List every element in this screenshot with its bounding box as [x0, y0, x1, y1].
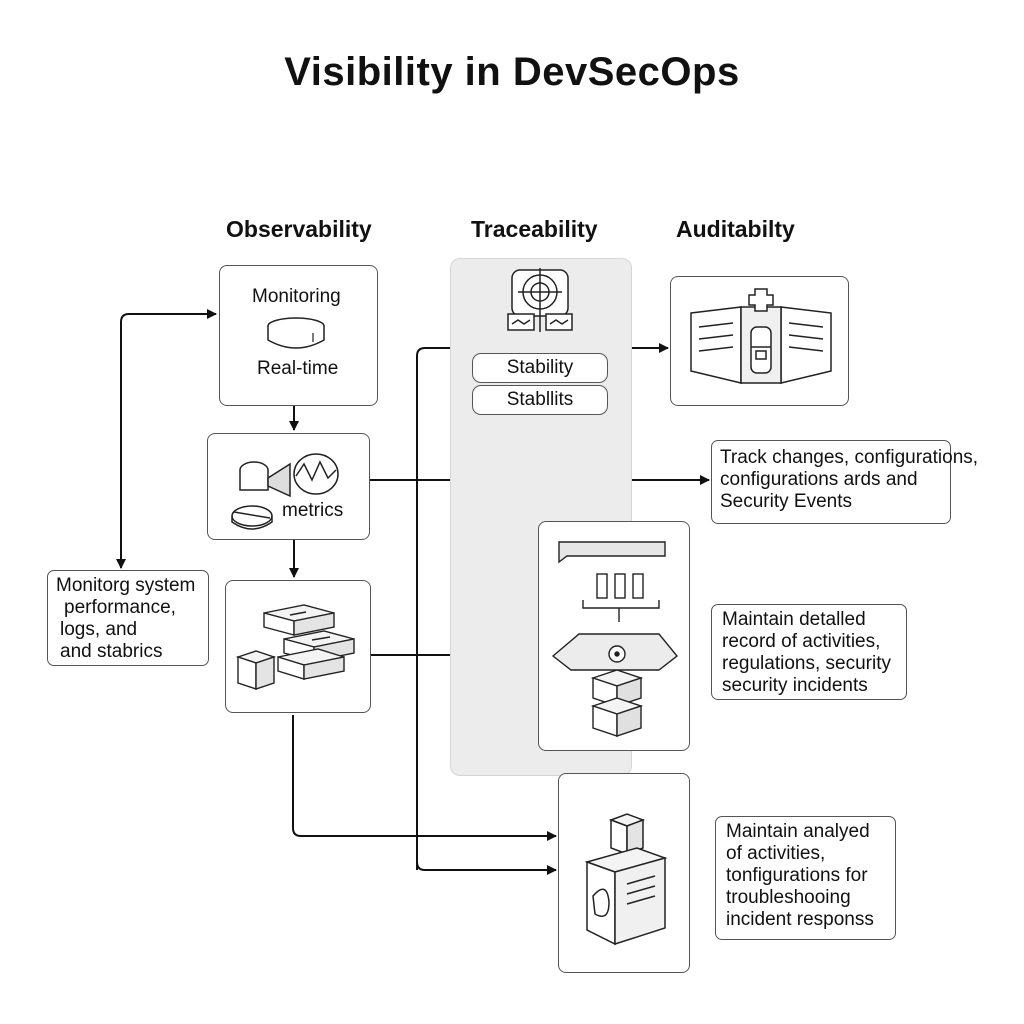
column-heading-observability: Observability — [226, 216, 372, 242]
arrow-trace-to-server — [416, 343, 669, 870]
note-track-changes: Track changes, configurations, configura… — [711, 440, 979, 524]
note-monitoring-system: Monitorg system performance, logs, and a… — [47, 570, 209, 666]
stacked-blocks-box — [225, 580, 371, 713]
note-line: Maintain analyed — [726, 821, 870, 842]
stability-pill: Stability — [472, 353, 608, 383]
monitoring-box: Monitoring Real-time — [219, 265, 378, 406]
metrics-box: metrics — [207, 433, 370, 540]
note-line: record of activities, — [722, 631, 881, 652]
note-line: of activities, — [726, 843, 826, 864]
note-line: Maintain detalled — [722, 609, 866, 630]
note-line: performance, — [64, 597, 176, 618]
arrow-trace-to-package — [416, 861, 557, 875]
note-line: regulations, security — [722, 653, 891, 674]
note-line: security incidents — [722, 675, 868, 696]
stacked-blocks-icon — [235, 604, 355, 690]
monitoring-label: Monitoring — [252, 286, 341, 307]
note-line: troubleshooing — [726, 887, 851, 908]
note-line: logs, and — [60, 619, 138, 640]
metrics-charts-icon — [231, 453, 339, 530]
column-heading-traceability: Traceability — [471, 216, 598, 242]
stabllits-pill: Stabllits — [472, 385, 608, 415]
metrics-label: metrics — [282, 500, 344, 521]
note-line: incident responss — [726, 909, 874, 930]
database-disk-icon — [267, 317, 325, 349]
note-line: Track changes, configurations, — [720, 447, 979, 468]
note-line: and stabrics — [60, 641, 163, 662]
server-box — [670, 276, 849, 406]
realtime-label: Real-time — [257, 358, 339, 379]
arrow-loop-to-monitoring — [120, 309, 217, 568]
note-maintain-analyzed: Maintain analyed of activities, tonfigur… — [715, 816, 896, 940]
note-line: configurations ards and — [720, 469, 918, 490]
funnel-storage-icon — [551, 541, 678, 737]
server-rack-icon — [690, 288, 832, 384]
arrow-blocks-to-package — [292, 715, 557, 841]
page-title: Visibility in DevSecOps — [284, 50, 740, 94]
note-line: tonfigurations for — [726, 865, 868, 886]
funnel-box — [538, 521, 690, 751]
column-heading-auditability: Auditabilty — [676, 216, 795, 242]
note-line: Security Events — [720, 491, 852, 512]
document-package-icon — [584, 813, 668, 946]
package-box — [558, 773, 690, 973]
note-line: Monitorg system — [56, 575, 196, 596]
target-crosshair-icon — [507, 268, 573, 332]
note-maintain-detailed: Maintain detalled record of activities, … — [711, 604, 907, 700]
